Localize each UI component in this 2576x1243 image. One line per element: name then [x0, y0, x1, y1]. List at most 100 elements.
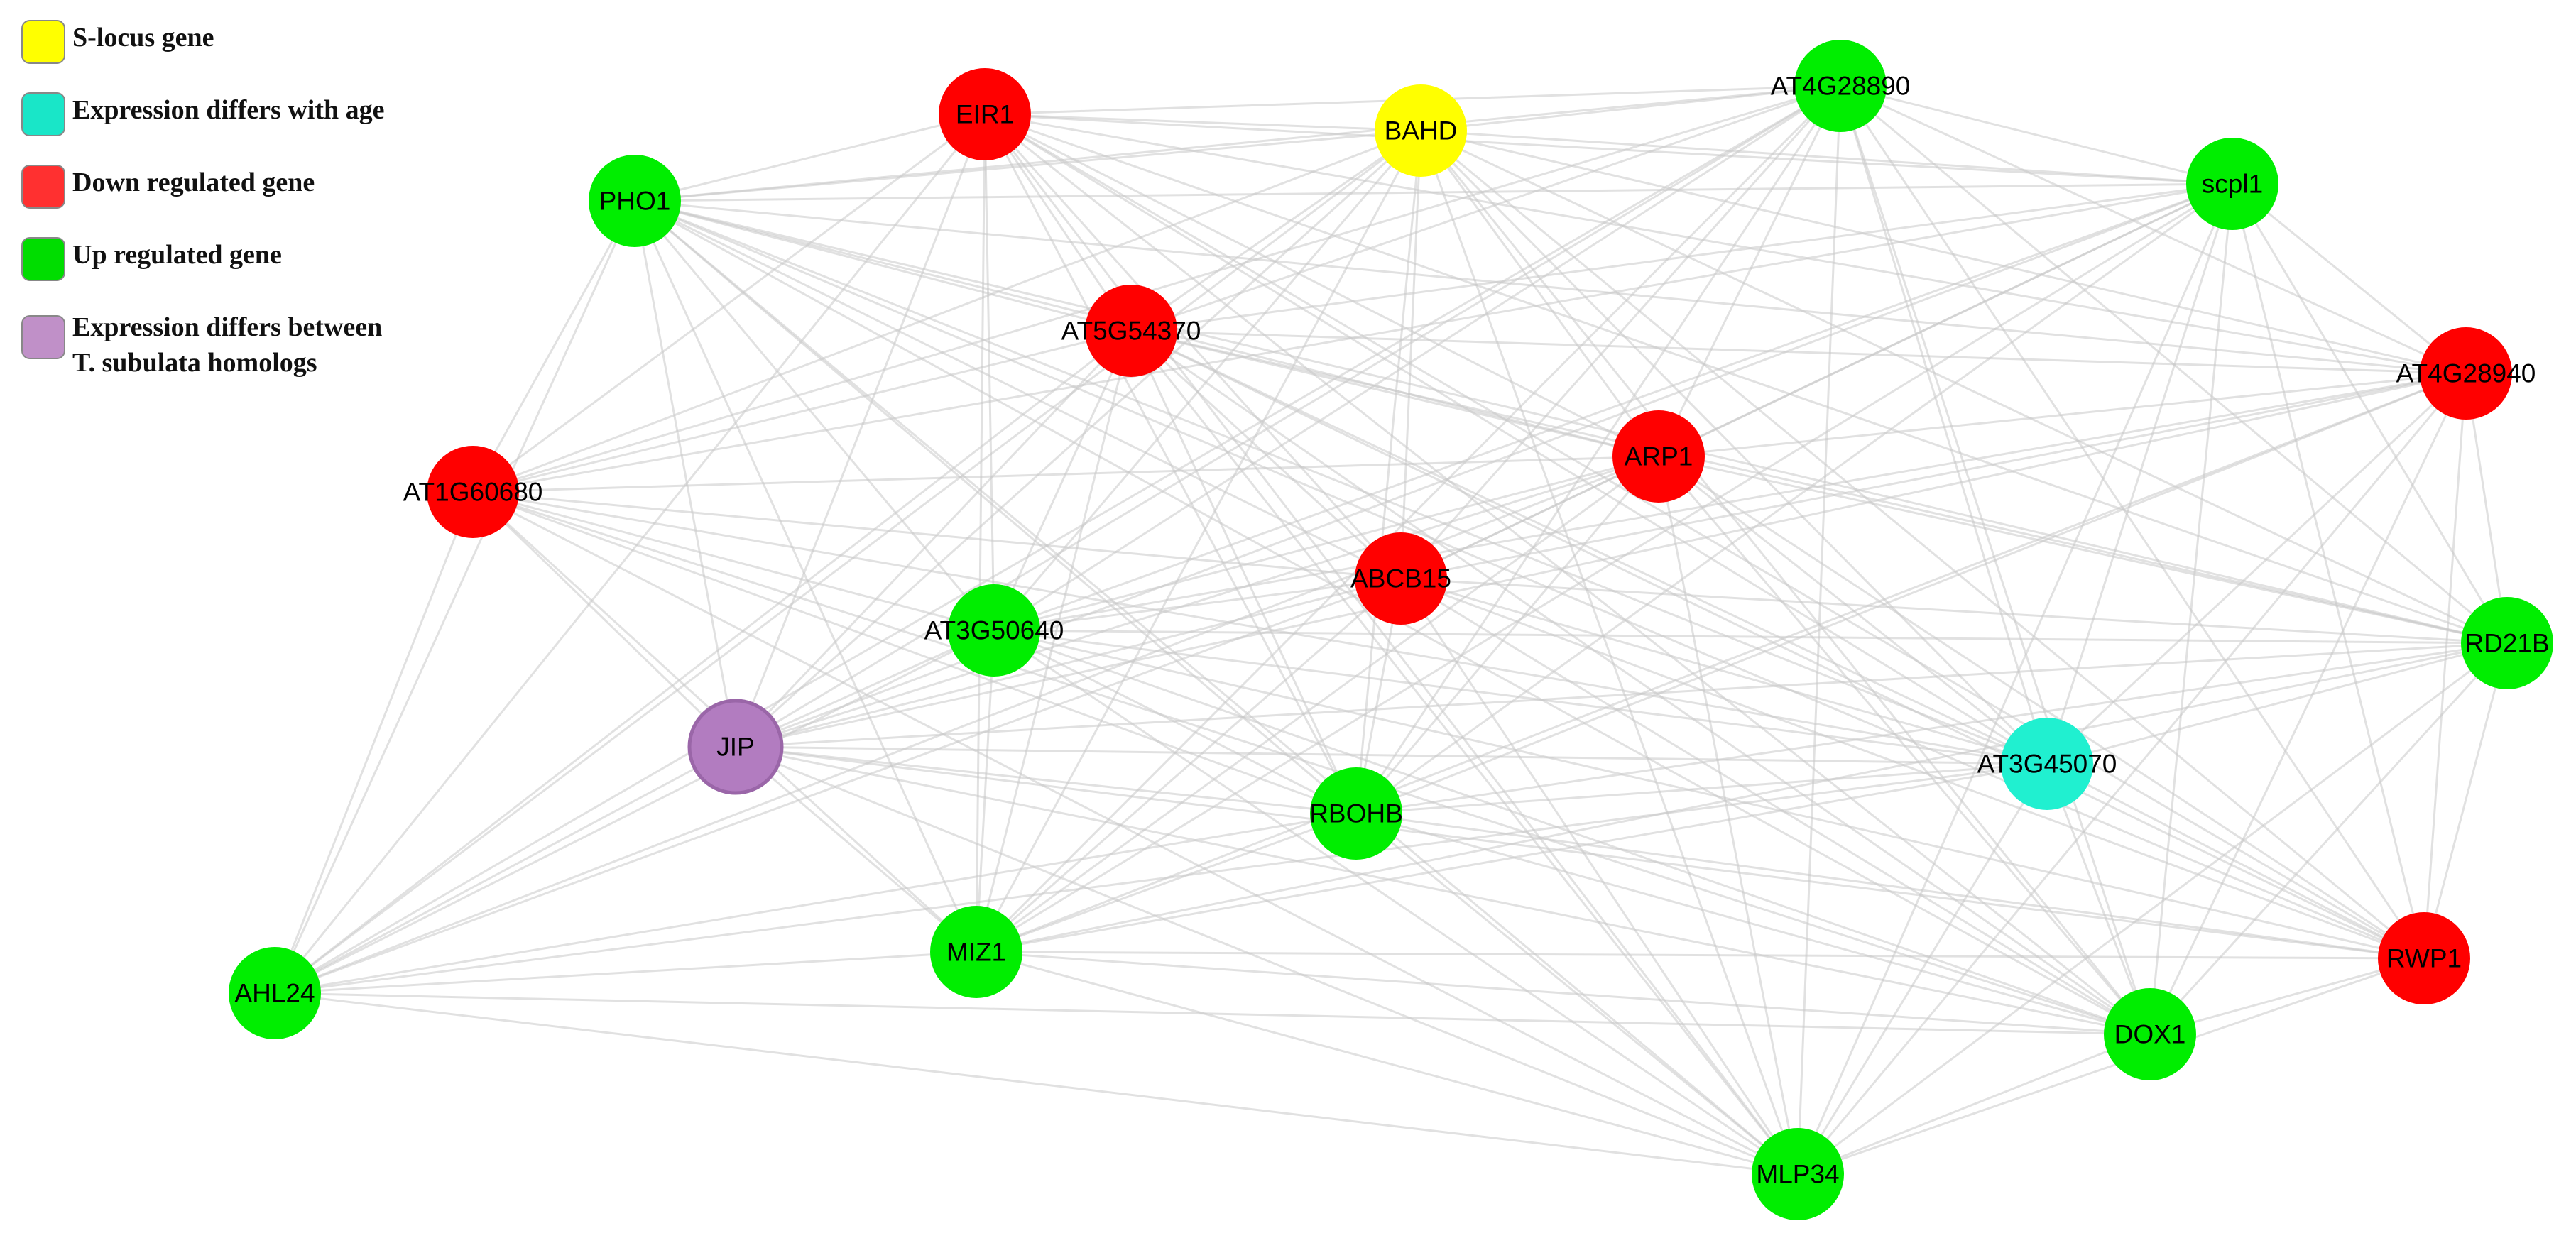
edge-eir1-dox1 [984, 113, 2151, 1036]
edge-eir1-jip [734, 114, 986, 748]
node-rd21b[interactable]: RD21B [2461, 597, 2553, 689]
node-circle-arp1[interactable] [1612, 410, 1705, 503]
edge-bahd-arp1 [1419, 130, 1660, 457]
edge-miz1-ahl24 [274, 951, 977, 995]
node-ahl24[interactable]: AHL24 [229, 947, 321, 1039]
edge-jip-at3g45070 [735, 745, 2048, 765]
node-abcb15[interactable]: ABCB15 [1350, 532, 1451, 625]
edge-abcb15-at3g45070 [1400, 577, 2048, 765]
edge-at5g54370-at3g50640 [993, 330, 1133, 631]
node-circle-at4g28890[interactable] [1794, 40, 1887, 132]
edge-bahd-dox1 [1419, 130, 2151, 1035]
node-circle-ahl24[interactable] [229, 947, 321, 1039]
edge-rwp1-dox1 [2149, 957, 2425, 1036]
node-circle-abcb15[interactable] [1355, 532, 1447, 625]
node-label-ahl24: AHL24 [234, 979, 315, 1008]
edge-eir1-rd21b [984, 113, 2508, 645]
node-label-at1g60680: AT1G60680 [403, 478, 543, 507]
edge-at3g45070-rwp1 [2046, 762, 2425, 960]
node-circle-dox1[interactable] [2104, 988, 2196, 1080]
node-circle-jip[interactable] [687, 699, 784, 795]
node-circle-scpl1[interactable] [2186, 138, 2278, 230]
node-at3g45070[interactable]: AT3G45070 [1977, 718, 2117, 810]
node-label-rd21b: RD21B [2465, 629, 2549, 658]
node-rwp1[interactable]: RWP1 [2378, 912, 2470, 1004]
node-circle-pho1[interactable] [589, 155, 681, 247]
edge-pho1-miz1 [633, 200, 978, 953]
node-circle-at5g54370[interactable] [1085, 285, 1177, 377]
edge-rbohb-ahl24 [274, 812, 1357, 995]
node-label-at3g50640: AT3G50640 [924, 616, 1064, 645]
node-circle-at1g60680[interactable] [427, 446, 519, 538]
node-circle-at3g45070[interactable] [2001, 718, 2093, 810]
node-at1g60680[interactable]: AT1G60680 [403, 446, 543, 538]
edge-at3g50640-miz1 [975, 630, 995, 953]
edge-pho1-ahl24 [273, 200, 636, 994]
node-circle-rwp1[interactable] [2378, 912, 2470, 1004]
edge-abcb15-miz1 [976, 577, 1402, 953]
edge-eir1-scpl1 [984, 113, 2233, 185]
edge-at5g54370-abcb15 [1130, 329, 1402, 580]
edge-at4g28940-at3g45070 [2046, 372, 2467, 765]
edge-at4g28890-arp1 [1657, 85, 1842, 457]
edge-at3g50640-at3g45070 [993, 629, 2048, 765]
node-jip[interactable]: JIP [687, 699, 784, 795]
node-pho1[interactable]: PHO1 [589, 155, 681, 247]
edge-scpl1-mlp34 [1796, 183, 2234, 1175]
node-circle-at3g50640[interactable] [948, 584, 1040, 677]
edge-arp1-jip [735, 455, 1659, 748]
node-eir1[interactable]: EIR1 [939, 68, 1031, 160]
node-circle-miz1[interactable] [930, 906, 1022, 998]
legend-swatch-s-locus [21, 20, 65, 64]
edge-bahd-rwp1 [1420, 129, 2425, 960]
node-circle-at4g28940[interactable] [2420, 327, 2512, 420]
node-bahd[interactable]: BAHD [1375, 84, 1467, 177]
node-scpl1[interactable]: scpl1 [2186, 138, 2278, 230]
node-circle-eir1[interactable] [939, 68, 1031, 160]
node-at5g54370[interactable]: AT5G54370 [1061, 285, 1201, 377]
edge-at5g54370-rbohb [1130, 330, 1358, 814]
edge-rbohb-rwp1 [1355, 812, 2425, 960]
edge-at3g50640-mlp34 [993, 629, 1799, 1176]
legend-label-homologs: Expression differs between T. subulata h… [72, 312, 383, 378]
edge-at1g60680-at3g50640 [472, 491, 995, 632]
node-at3g50640[interactable]: AT3G50640 [924, 584, 1064, 677]
edge-at4g28890-at4g28940 [1840, 84, 2467, 375]
legend-item-s-locus: S-locus gene [21, 20, 214, 64]
edge-eir1-arp1 [984, 113, 1659, 458]
edge-ahl24-dox1 [274, 992, 2151, 1036]
edge-pho1-at1g60680 [471, 200, 636, 493]
edge-abcb15-at3g50640 [993, 577, 1402, 632]
edge-at4g28890-at3g45070 [1839, 85, 2048, 765]
node-arp1[interactable]: ARP1 [1612, 410, 1705, 503]
edge-arp1-at3g45070 [1658, 455, 2048, 765]
edge-rd21b-rwp1 [2423, 642, 2509, 959]
node-circle-bahd[interactable] [1375, 84, 1467, 177]
edge-at4g28940-miz1 [976, 372, 2467, 953]
node-miz1[interactable]: MIZ1 [930, 906, 1022, 998]
edge-rd21b-mlp34 [1797, 642, 2508, 1176]
edge-scpl1-rwp1 [2231, 183, 2425, 959]
edge-at3g45070-mlp34 [1796, 763, 2048, 1175]
edge-pho1-rbohb [634, 199, 1357, 815]
edge-at4g28890-rwp1 [1839, 85, 2425, 959]
node-circle-rbohb[interactable] [1310, 767, 1402, 860]
node-label-abcb15: ABCB15 [1350, 564, 1451, 593]
legend-swatch-age [21, 92, 65, 136]
edge-at4g28890-pho1 [634, 84, 1841, 202]
node-circle-mlp34[interactable] [1752, 1128, 1844, 1220]
node-at4g28940[interactable]: AT4G28940 [2396, 327, 2536, 420]
node-rbohb[interactable]: RBOHB [1309, 767, 1403, 860]
node-at4g28890[interactable]: AT4G28890 [1771, 40, 1911, 132]
node-mlp34[interactable]: MLP34 [1752, 1128, 1844, 1220]
node-circle-rd21b[interactable] [2461, 597, 2553, 689]
edge-at1g60680-ahl24 [273, 491, 474, 994]
edge-at3g50640-rwp1 [993, 629, 2425, 960]
edge-at5g54370-dox1 [1130, 329, 2151, 1036]
edge-arp1-mlp34 [1657, 456, 1799, 1175]
node-dox1[interactable]: DOX1 [2104, 988, 2196, 1080]
edge-at3g45070-rbohb [1355, 762, 2048, 815]
edge-abcb15-dox1 [1400, 577, 2151, 1036]
